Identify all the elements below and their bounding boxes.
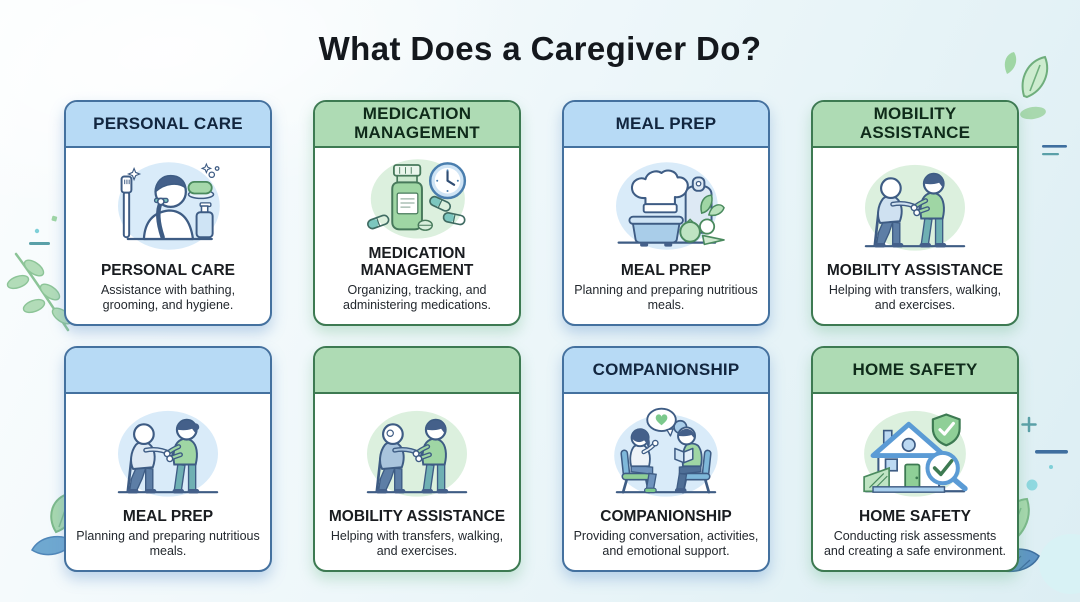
card-description: Conducting risk assessments and creating…: [823, 528, 1007, 558]
card-mobility-assistance: MOBILITY ASSISTANCE: [811, 100, 1019, 326]
page-title: What Does a Caregiver Do?: [318, 30, 762, 67]
card-description: Helping with transfers, walking, and exe…: [828, 282, 1002, 312]
card-title: MEAL PREP: [122, 508, 214, 526]
dash-decoration-right-top: [1042, 145, 1067, 156]
caregiver-assisting-elder-illustration: [822, 151, 1008, 260]
card-title: HOME SAFETY: [859, 508, 971, 526]
card-title: COMPANIONSHIP: [600, 508, 732, 526]
card-body: MEDICATION MANAGEMENT Organizing, tracki…: [315, 148, 519, 324]
card-description: Planning and preparing nutritious meals.: [76, 528, 260, 558]
card-description: Organizing, tracking, and administering …: [343, 282, 491, 312]
card-description: Providing conversation, activities, and …: [573, 528, 759, 558]
person-brushing-teeth-illustration: [75, 151, 261, 260]
card-header: MEDICATION MANAGEMENT: [315, 102, 519, 148]
card-description: Planning and preparing nutritious meals.: [574, 282, 758, 312]
caregiver-assisting-elder-illustration: [75, 397, 261, 506]
card-body: COMPANIONSHIP Providing conversation, ac…: [564, 394, 768, 570]
seated-conversation-illustration: [573, 397, 759, 506]
card-header: [315, 348, 519, 394]
caregiver-assisting-elder-illustration: [324, 397, 510, 506]
card-mobility-assistance-duplicate: MOBILITY ASSISTANCE Helping with transfe…: [313, 346, 521, 572]
card-header: COMPANIONSHIP: [564, 348, 768, 394]
card-personal-care: PERSONAL CARE: [64, 100, 272, 326]
card-header-label: MOBILITY ASSISTANCE: [859, 104, 971, 142]
card-home-safety: HOME SAFETY: [811, 346, 1019, 572]
chef-hat-pot-vegetables-illustration: [573, 151, 759, 260]
card-header-label: MEDICATION MANAGEMENT: [354, 104, 480, 142]
card-title: PERSONAL CARE: [100, 262, 236, 280]
card-header: MEAL PREP: [564, 102, 768, 148]
medication-bottle-clock-pills-illustration: [324, 151, 510, 243]
card-meal-prep: MEAL PREP: [562, 100, 770, 326]
card-meal-prep-duplicate: MEAL PREP Planning and preparing nutriti…: [64, 346, 272, 572]
card-body: MEAL PREP Planning and preparing nutriti…: [564, 148, 768, 324]
card-description: Helping with transfers, walking, and exe…: [330, 528, 504, 558]
card-header: HOME SAFETY: [813, 348, 1017, 394]
house-shield-magnifier-illustration: [822, 397, 1008, 506]
card-header-label: COMPANIONSHIP: [592, 359, 740, 379]
card-title: MOBILITY ASSISTANCE: [328, 508, 506, 526]
card-body: HOME SAFETY Conducting risk assessments …: [813, 394, 1017, 570]
card-header: [66, 348, 270, 394]
card-body: MOBILITY ASSISTANCE Helping with transfe…: [813, 148, 1017, 324]
card-body: MOBILITY ASSISTANCE Helping with transfe…: [315, 394, 519, 570]
card-header: MOBILITY ASSISTANCE: [813, 102, 1017, 148]
card-header-label: HOME SAFETY: [852, 359, 978, 379]
card-title: MEAL PREP: [620, 262, 712, 280]
dot-dash-decoration-left: [29, 215, 58, 245]
card-body: PERSONAL CARE Assistance with bathing, g…: [66, 148, 270, 324]
card-companionship: COMPANIONSHIP: [562, 346, 770, 572]
card-title: MEDICATION MANAGEMENT: [360, 245, 474, 280]
cards-grid: PERSONAL CARE: [64, 100, 1019, 572]
card-header: PERSONAL CARE: [66, 102, 270, 148]
card-header-label: MEAL PREP: [615, 113, 717, 133]
card-header-label: PERSONAL CARE: [93, 113, 243, 133]
card-title: MOBILITY ASSISTANCE: [826, 262, 1004, 280]
card-body: MEAL PREP Planning and preparing nutriti…: [66, 394, 270, 570]
card-description: Assistance with bathing, grooming, and h…: [100, 282, 236, 312]
card-medication-management: MEDICATION MANAGEMENT: [313, 100, 521, 326]
